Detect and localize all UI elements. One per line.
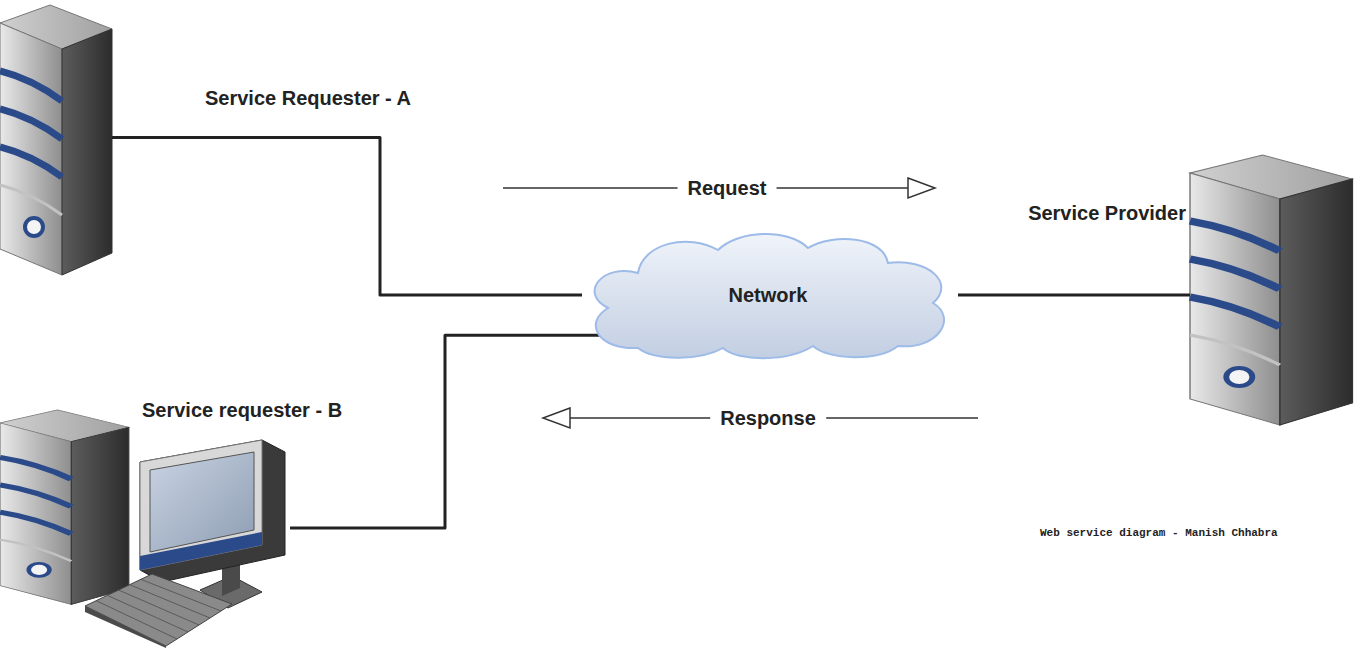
key-row (107, 595, 188, 632)
cloud-outline (595, 234, 944, 358)
network-cloud: Network (578, 228, 958, 362)
network-wire (958, 294, 1190, 297)
server-node: Service Requester - A (0, 5, 112, 270)
key-row (119, 590, 200, 625)
key-row (141, 579, 221, 611)
server-icon (0, 5, 112, 275)
computer-node: Service requester - B (0, 430, 290, 648)
desktop-tower (0, 410, 129, 604)
server-icon (1190, 155, 1352, 425)
node-label: Service Requester - A (205, 86, 411, 110)
network-wire (112, 138, 582, 296)
node-label: Service requester - B (142, 398, 342, 422)
keyboard-icon (85, 574, 232, 648)
caption: Web service diagram - Manish Chhabra (1040, 526, 1278, 540)
key-row (130, 585, 210, 618)
flow-label: Request (678, 176, 777, 200)
server-node: Service Provider (1190, 155, 1354, 425)
cloud-label: Network (729, 283, 808, 307)
node-label: Service Provider (1028, 201, 1186, 225)
network-wire (290, 335, 600, 528)
flow-label: Response (710, 406, 826, 430)
key-row (96, 601, 177, 639)
